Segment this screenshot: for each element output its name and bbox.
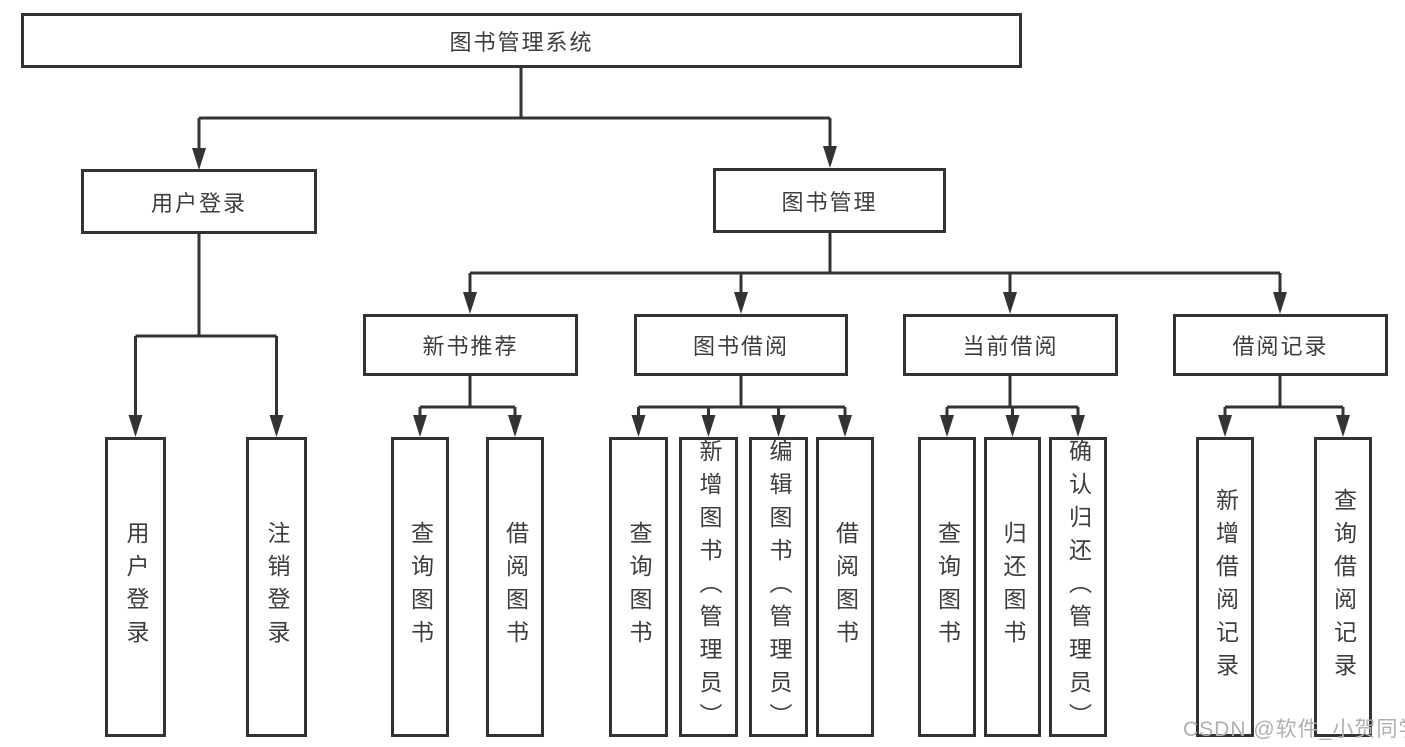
node-user-login: 用户登录 — [81, 169, 317, 234]
leaf-user-login: 用户登录 — [105, 437, 166, 737]
node-library-management-system: 图书管理系统 — [21, 13, 1022, 68]
leaf-edit-book-admin: 编辑图书（管理员） — [749, 437, 808, 737]
node-book-borrowing: 图书借阅 — [634, 314, 848, 376]
node-label: 借阅图书 — [832, 521, 859, 653]
leaf-add-book-admin: 新增图书（管理员） — [679, 437, 738, 737]
node-label: 新增借阅记录 — [1212, 488, 1239, 686]
csdn-watermark: CSDN @软件_小贺同学 — [1183, 718, 1405, 741]
node-label: 查询借阅记录 — [1330, 488, 1357, 686]
leaf-borrow-books-newrec: 借阅图书 — [486, 437, 544, 737]
node-current-borrowing: 当前借阅 — [903, 314, 1118, 376]
node-label: 用户登录 — [150, 190, 247, 216]
node-label: 图书管理系统 — [449, 29, 594, 55]
node-label: 新增图书（管理员） — [696, 438, 722, 736]
node-label: 注销登录 — [264, 521, 290, 653]
leaf-confirm-return-admin: 确认归还（管理员） — [1049, 437, 1107, 737]
node-label: 图书管理 — [781, 189, 878, 215]
leaf-query-borrow-record: 查询借阅记录 — [1314, 437, 1372, 737]
node-label: 确认归还（管理员） — [1065, 438, 1092, 736]
leaf-borrow-books-borrow: 借阅图书 — [816, 437, 874, 737]
leaf-query-books-current: 查询图书 — [918, 437, 976, 737]
node-label: 归还图书 — [1000, 521, 1026, 653]
node-borrowing-records: 借阅记录 — [1173, 314, 1388, 376]
node-label: 新书推荐 — [422, 334, 519, 359]
node-label: 用户登录 — [123, 521, 149, 653]
node-label: 编辑图书（管理员） — [766, 438, 792, 736]
node-label: 查询图书 — [626, 521, 652, 653]
node-book-management: 图书管理 — [713, 168, 946, 233]
node-label: 查询图书 — [934, 521, 961, 653]
node-label: 借阅图书 — [502, 521, 529, 653]
leaf-query-books-newrec: 查询图书 — [391, 437, 449, 737]
leaf-query-books-borrow: 查询图书 — [609, 437, 668, 737]
node-label: 图书借阅 — [692, 334, 789, 359]
node-label: 借阅记录 — [1232, 334, 1329, 359]
node-new-book-recommend: 新书推荐 — [363, 314, 578, 376]
node-label: 查询图书 — [407, 521, 434, 653]
node-label: 当前借阅 — [962, 334, 1059, 359]
leaf-logout-login: 注销登录 — [246, 437, 307, 737]
leaf-return-books: 归还图书 — [984, 437, 1041, 737]
leaf-add-borrow-record: 新增借阅记录 — [1196, 437, 1254, 737]
